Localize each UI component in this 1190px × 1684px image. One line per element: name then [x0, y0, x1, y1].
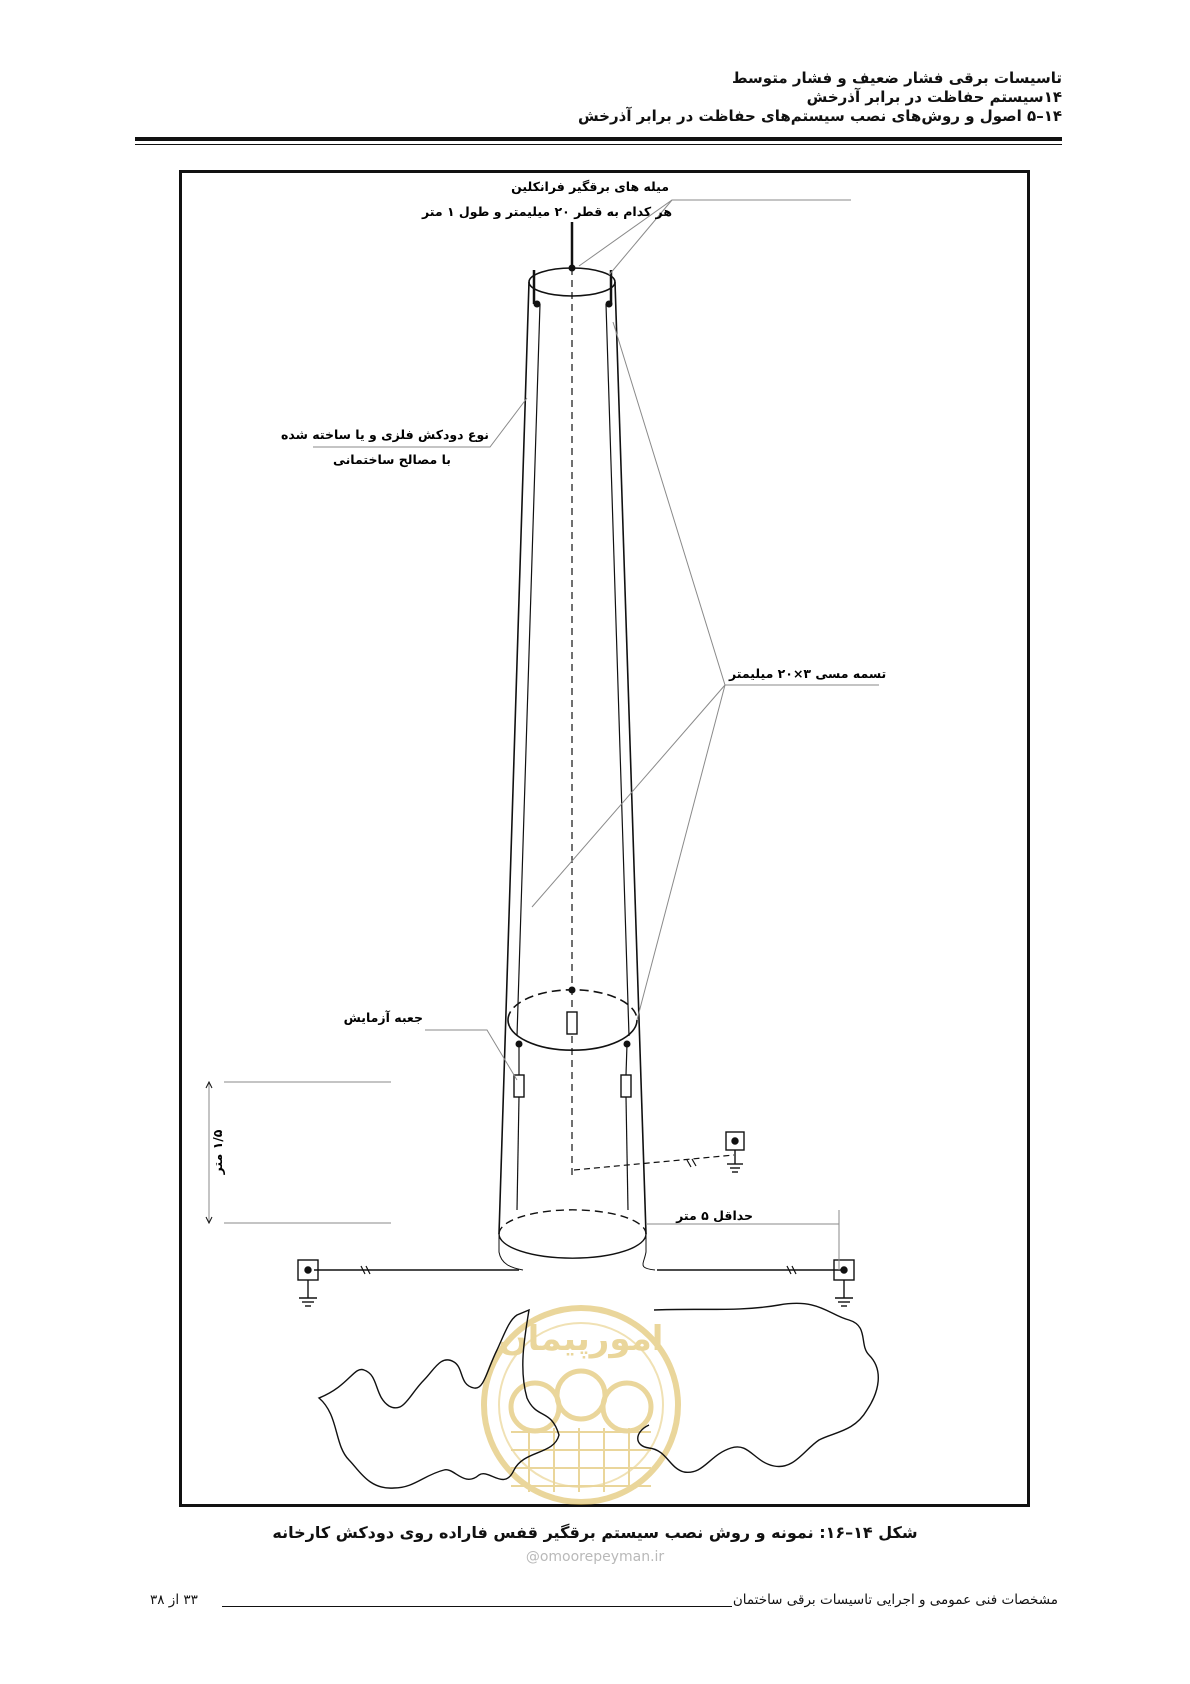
figure-caption: شکل ۱۴–۱۶: نمونه و روش نصب سیستم برقگیر …	[272, 1523, 918, 1542]
label-chimney-line2: با مصالح ساختمانی	[333, 452, 451, 467]
ground-outline-right	[637, 1302, 879, 1473]
label-rods-line1: میله های برقگیر فرانکلین	[511, 179, 669, 194]
chimney	[498, 267, 656, 1271]
test-box-right	[620, 1074, 632, 1098]
footer-line	[222, 1606, 732, 1607]
buried-wire-dashed	[573, 1154, 735, 1171]
label-chimney-line1: نوع دودکش فلزی و یا ساخته شده	[281, 427, 489, 442]
test-box-center	[566, 1011, 578, 1035]
footer-title: مشخصات فنی عمومی و اجرایی تاسیسات برقی س…	[732, 1592, 1058, 1608]
header-line-2: ۱۴سیستم حفاظت در برابر آذرخش	[806, 88, 1062, 106]
header-rule-thick	[135, 137, 1062, 141]
header-line-3: ۱۴–۵ اصول و روش‌های نصب سیستم‌های حفاظت …	[577, 107, 1062, 125]
figure-frame	[179, 170, 1030, 1507]
ground-outline	[317, 1308, 560, 1489]
footer-page-number: ۳۳ از ۳۸	[150, 1592, 198, 1608]
earth-electrode-right	[833, 1259, 855, 1307]
header-rule-thin	[135, 144, 1062, 145]
earth-electrode-left	[297, 1259, 319, 1307]
label-copper-strip: تسمه مسی ۳×۲۰ میلیمتر	[728, 666, 886, 681]
leader-lines	[208, 199, 879, 1270]
label-test-box: جعبه آزمایش	[344, 1010, 423, 1025]
watermark-url: @omoorepeyman.ir	[525, 1549, 665, 1565]
watermark-logo: امورپیمان	[481, 1305, 681, 1505]
franklin-rods	[532, 222, 613, 304]
chimney-lightning-protection-figure: امورپیمان	[179, 170, 1030, 1507]
header-line-1: تاسیسات برقی فشار ضعیف و فشار متوسط	[731, 69, 1062, 87]
label-min-distance: حداقل ۵ متر	[675, 1208, 753, 1223]
label-height: ۱/۵ متر	[210, 1129, 225, 1175]
earth-electrode-rear	[725, 1131, 745, 1173]
label-rods-line2: هر کدام به قطر ۲۰ میلیمتر و طول ۱ متر	[421, 204, 672, 220]
